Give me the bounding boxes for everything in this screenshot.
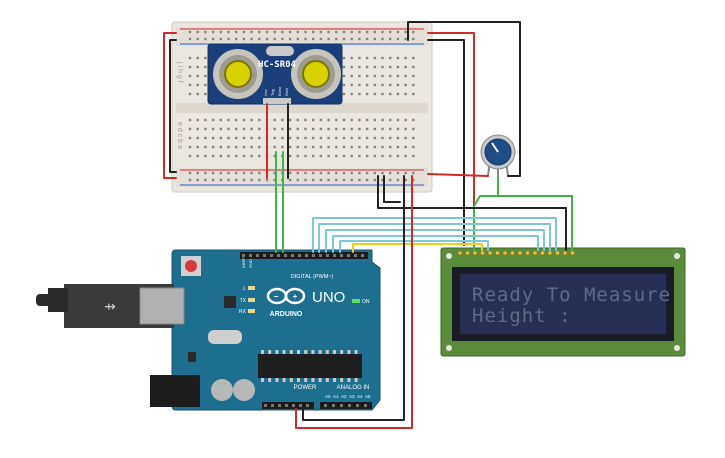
uno-text: UNO: [312, 289, 345, 306]
wires: [163, 21, 573, 429]
wire-black-lcd-rw[interactable]: [377, 175, 567, 251]
top-power-rail: [176, 27, 428, 46]
capacitor-right: [233, 379, 255, 401]
row-labels-top: j i h g f: [176, 61, 183, 83]
row-labels-bottom: e d c b a: [176, 122, 183, 149]
potentiometer[interactable]: [480, 134, 516, 178]
analog-pin-label: A3: [349, 394, 355, 399]
analog-pin-label: A2: [341, 394, 347, 399]
wire-black-left-rail[interactable]: [169, 39, 177, 173]
analog-pin-label: A5: [365, 394, 371, 399]
analog-pin-label: A0: [325, 394, 331, 399]
reset-button[interactable]: [185, 260, 197, 272]
wire-cyan-d4[interactable]: [332, 235, 539, 253]
wire-black-pot[interactable]: [407, 21, 521, 177]
pin-label-vcc: Vcc: [263, 89, 268, 96]
crystal: [266, 46, 294, 56]
sensor-label: HC-SR04: [258, 60, 297, 70]
wire-cyan-d5[interactable]: [325, 229, 545, 253]
lcd-line-2: Height :: [472, 305, 572, 327]
wire-cyan-en[interactable]: [339, 240, 489, 253]
usb-port: [139, 287, 185, 325]
analog-pin-label: A4: [357, 394, 363, 399]
capacitor-left: [211, 379, 233, 401]
led-rx-label: RX: [239, 309, 247, 315]
pin-label-gnd: Gnd: [284, 88, 289, 96]
lcd-screen: [460, 274, 666, 334]
digital-label: DIGITAL (PWM~): [291, 274, 334, 280]
wire-yellow-rs[interactable]: [352, 243, 483, 253]
gnd-label: GND: [248, 259, 253, 268]
chip-pins: [261, 350, 358, 382]
arduino-uno[interactable]: ⇸ L TX RX − + ARDUINO UNO: [36, 249, 381, 411]
lcd-16x2[interactable]: Ready To Measure Height :: [440, 247, 686, 357]
analog-header[interactable]: [320, 402, 372, 409]
pin-label-trig: Trig: [270, 89, 275, 96]
sensor-pins: [263, 98, 291, 104]
wire-red-left-rail[interactable]: [163, 32, 177, 179]
analog-pin-label: A1: [333, 394, 339, 399]
wire-cyan-d6[interactable]: [318, 223, 551, 253]
lcd-pins: [457, 250, 576, 256]
usb-chip: [224, 296, 236, 308]
breadboard-holes: [188, 30, 415, 182]
wire-green-contrast[interactable]: [473, 177, 499, 251]
power-label: POWER: [294, 385, 317, 391]
crystal-oscillator: [208, 330, 242, 344]
on-led: [352, 299, 360, 303]
bottom-power-rail: [176, 168, 428, 187]
status-leds: L TX RX: [239, 286, 255, 315]
center-channel: [176, 103, 428, 113]
svg-text:−: −: [274, 292, 279, 301]
wire-red-5v[interactable]: [295, 175, 413, 429]
wire-cyan-d7[interactable]: [312, 217, 557, 253]
svg-text:+: +: [293, 292, 298, 301]
header-holes: [242, 254, 367, 407]
digital-header[interactable]: [240, 252, 368, 259]
wire-red-pot[interactable]: [427, 173, 489, 177]
hc-sr04-sensor[interactable]: HC-SR04 Vcc Trig Echo Gnd: [207, 43, 343, 105]
power-jack: [150, 375, 200, 407]
wire-green-lcd-k[interactable]: [497, 195, 573, 251]
atmega-chip: [258, 354, 362, 378]
wire-black-gnd[interactable]: [302, 175, 405, 421]
wire-red-lcd[interactable]: [427, 32, 475, 246]
on-label: ON: [362, 299, 370, 305]
usb-icon: ⇸: [104, 298, 116, 314]
pin-label-echo: Echo: [277, 86, 282, 96]
led-l-label: L: [243, 286, 246, 292]
aref-label: AREF: [241, 257, 246, 268]
wire-black-lcd[interactable]: [427, 39, 465, 246]
analog-label: ANALOG IN: [337, 385, 370, 391]
sensor-pin-labels: Vcc Trig Echo Gnd: [263, 86, 289, 96]
arduino-logo: − + ARDUINO: [266, 287, 306, 318]
lcd-line-1: Ready To Measure: [472, 284, 671, 306]
led-tx-label: TX: [240, 298, 247, 304]
brand-text: ARDUINO: [270, 311, 303, 318]
